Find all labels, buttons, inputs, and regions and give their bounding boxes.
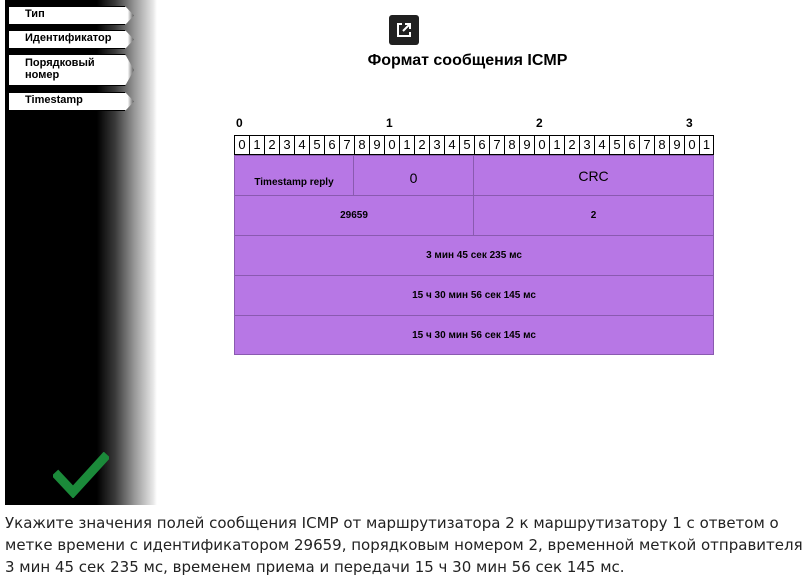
bit-number: 4 [594, 135, 609, 155]
bit-number: 4 [294, 135, 309, 155]
field-type[interactable]: Timestamp reply [234, 155, 354, 196]
field-palette: Тип Идентификатор Порядковый номер Times… [5, 0, 157, 505]
bit-number: 0 [684, 135, 699, 155]
bit-number: 7 [489, 135, 504, 155]
bit-decade-label: 3 [686, 116, 693, 130]
field-code[interactable]: 0 [353, 155, 474, 196]
field-identifier[interactable]: 29659 [234, 195, 474, 236]
field-receive-timestamp[interactable]: 15 ч 30 мин 56 сек 145 мс [234, 275, 714, 316]
bit-number: 4 [444, 135, 459, 155]
bit-number: 2 [414, 135, 429, 155]
bit-number: 1 [399, 135, 414, 155]
bit-number: 7 [639, 135, 654, 155]
bit-number: 0 [534, 135, 549, 155]
bit-number: 3 [429, 135, 444, 155]
bit-number: 9 [369, 135, 384, 155]
bit-number: 6 [474, 135, 489, 155]
bit-number: 2 [564, 135, 579, 155]
question-text: Укажите значения полей сообщения ICMP от… [5, 514, 803, 576]
bit-number: 5 [459, 135, 474, 155]
bit-number: 5 [309, 135, 324, 155]
bit-number: 3 [279, 135, 294, 155]
bit-number: 6 [624, 135, 639, 155]
bit-number: 7 [339, 135, 354, 155]
bit-number: 3 [579, 135, 594, 155]
field-tag-timestamp[interactable]: Timestamp [8, 92, 126, 111]
field-tag-identifier[interactable]: Идентификатор [8, 30, 126, 49]
bit-number: 8 [354, 135, 369, 155]
checkmark-icon [53, 452, 109, 498]
diagram-title: Формат сообщения ICMP [367, 52, 568, 69]
bit-number: 1 [699, 135, 714, 155]
bit-number: 1 [549, 135, 564, 155]
bit-number: 8 [504, 135, 519, 155]
field-originate-timestamp[interactable]: 3 мин 45 сек 235 мс [234, 235, 714, 276]
bit-number: 9 [519, 135, 534, 155]
bit-number: 0 [234, 135, 249, 155]
bit-number: 9 [669, 135, 684, 155]
field-transmit-timestamp[interactable]: 15 ч 30 мин 56 сек 145 мс [234, 315, 714, 355]
bit-number: 8 [654, 135, 669, 155]
field-checksum[interactable]: CRC [473, 155, 714, 196]
bit-decade-label: 0 [236, 116, 243, 130]
bit-number: 1 [249, 135, 264, 155]
bit-number: 0 [384, 135, 399, 155]
bit-decade-label: 1 [386, 116, 393, 130]
field-tag-type[interactable]: Тип [8, 6, 126, 25]
external-link-button[interactable] [389, 15, 419, 45]
field-sequence-number[interactable]: 2 [473, 195, 714, 236]
external-link-icon [397, 23, 411, 37]
field-tag-sequence-number[interactable]: Порядковый номер [8, 54, 126, 86]
bit-number: 2 [264, 135, 279, 155]
bit-decade-label: 2 [536, 116, 543, 130]
bit-number: 5 [609, 135, 624, 155]
bit-number: 6 [324, 135, 339, 155]
